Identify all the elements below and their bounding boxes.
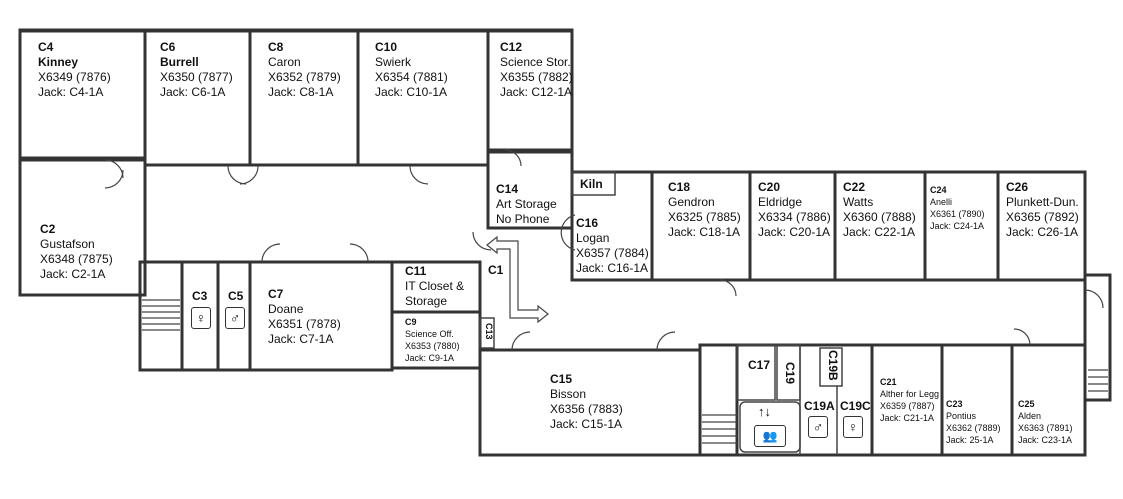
room-c2-walls bbox=[18, 158, 147, 297]
right-wing-north-walls bbox=[570, 170, 1087, 282]
door-swings bbox=[104, 149, 1104, 351]
room-c19c-label: C19C bbox=[840, 399, 871, 413]
room-c19a-label: C19A bbox=[804, 399, 835, 413]
elevator-arrows-icon: ↑↓ bbox=[758, 404, 771, 419]
right-wing-south-walls bbox=[698, 343, 1087, 457]
restroom-male-icon: ♂ bbox=[808, 416, 828, 438]
room-c19-label: C19 bbox=[783, 362, 797, 385]
room-c5-label: C5 bbox=[228, 289, 244, 303]
c1-direction-arrow-icon bbox=[486, 235, 549, 324]
room-c19b-label: C19B bbox=[826, 350, 840, 381]
room-c17-label: C17 bbox=[748, 358, 771, 372]
room-c3-label: C3 bbox=[192, 289, 208, 303]
room-kiln-label: Kiln bbox=[580, 177, 603, 191]
stair-east-walls bbox=[1083, 273, 1112, 402]
restroom-female-icon: ♀ bbox=[191, 307, 211, 329]
restroom-female-icon: ♀ bbox=[843, 416, 863, 438]
stairs-icon bbox=[142, 299, 1108, 444]
kiln-walls bbox=[571, 171, 616, 196]
restroom-male-icon: ♂ bbox=[225, 307, 245, 329]
room-c13-label: C13 bbox=[484, 323, 494, 340]
room-c12-walls bbox=[486, 28, 574, 152]
elevator-people-icon: 👥 bbox=[754, 425, 786, 447]
room-c13-walls bbox=[479, 317, 495, 349]
corridor-c1-label: C1 bbox=[488, 263, 504, 277]
